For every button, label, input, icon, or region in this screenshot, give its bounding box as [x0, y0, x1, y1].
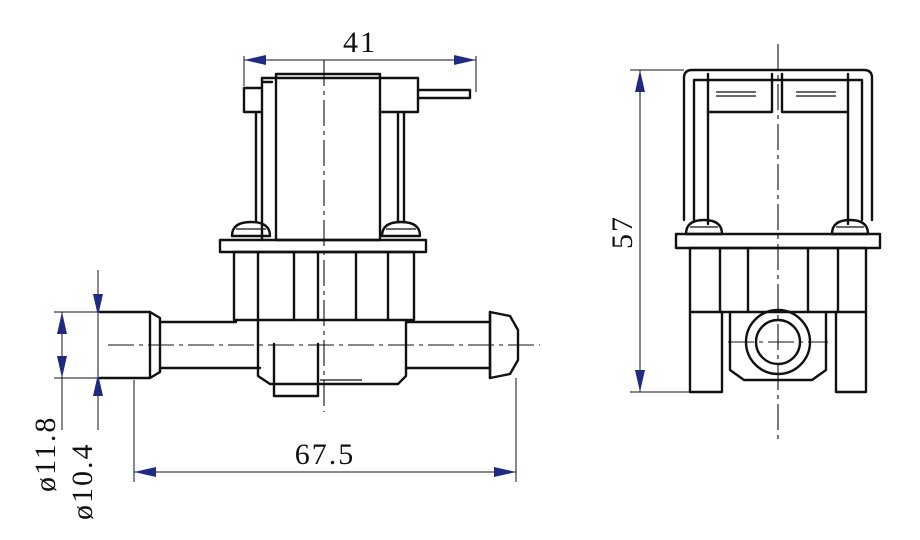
side-left-screw — [684, 218, 724, 236]
right-screw — [380, 220, 422, 238]
overall-length-label: 67.5 — [295, 438, 356, 471]
coil-body — [274, 72, 382, 242]
front-view: 41 67.5 ø11.8 ø10.4 — [29, 26, 540, 520]
body-width-label: 41 — [343, 26, 377, 59]
coil-bracket — [242, 76, 472, 242]
height-label: 57 — [606, 215, 639, 249]
mounting-flange — [218, 238, 428, 254]
outer-diameter-label: ø11.8 — [29, 416, 62, 492]
outer-diameter-dimension: ø11.8 — [29, 311, 100, 492]
height-dimension: 57 — [606, 69, 690, 393]
lower-body — [256, 318, 408, 398]
side-right-screw — [830, 218, 870, 236]
inner-diameter-label: ø10.4 — [66, 443, 99, 521]
inner-diameter-dimension: ø10.4 — [66, 270, 103, 520]
left-screw — [230, 220, 272, 238]
length-dimension: 67.5 — [133, 378, 517, 482]
side-view: 57 — [606, 44, 882, 444]
width-dimension: 41 — [243, 26, 477, 92]
